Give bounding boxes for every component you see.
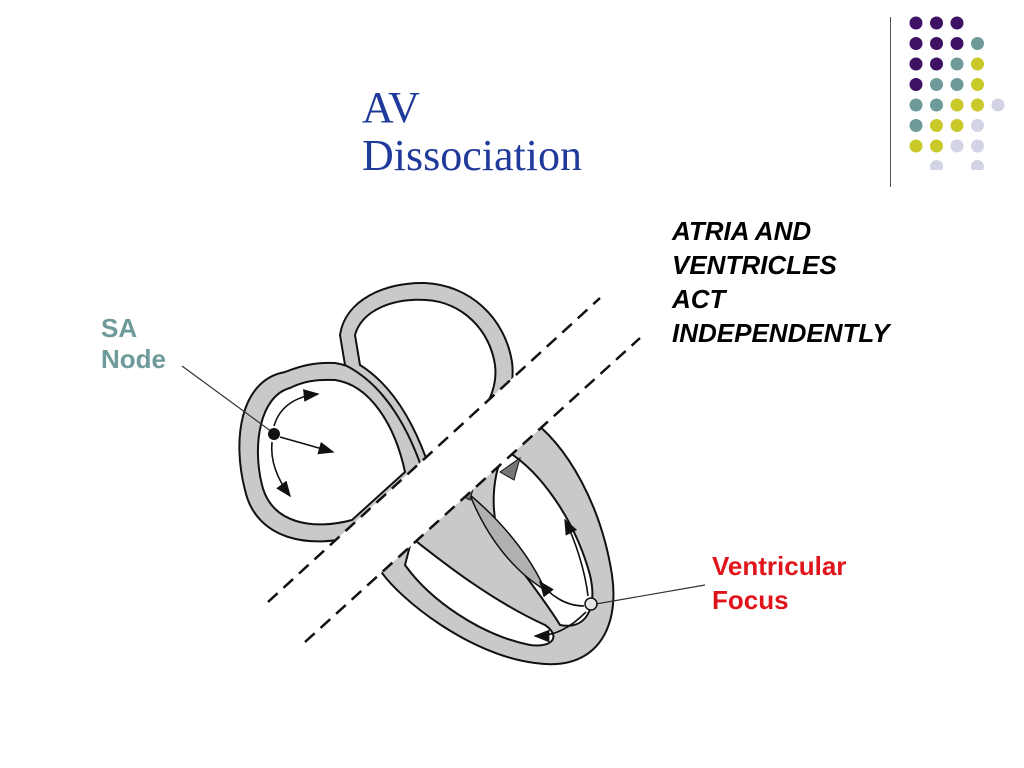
ventricular-focus-dot bbox=[584, 597, 598, 611]
decor-dot-lavender bbox=[971, 139, 984, 153]
decor-dot-purple bbox=[930, 57, 943, 71]
decor-dot-yellow bbox=[909, 139, 923, 153]
decor-dot-teal bbox=[950, 78, 964, 91]
sa-label-line-1: SA bbox=[101, 313, 138, 343]
title-line-1: AV bbox=[362, 83, 420, 132]
decor-dot-yellow bbox=[971, 98, 984, 112]
decor-dot-purple bbox=[930, 37, 943, 50]
decor-dot-lavender bbox=[971, 160, 984, 170]
decor-dot-yellow bbox=[971, 78, 984, 91]
valve-leaflet bbox=[499, 456, 521, 481]
decor-dot-teal bbox=[971, 37, 984, 50]
decor-dot-lavender bbox=[971, 119, 984, 132]
decor-dot-lavender bbox=[950, 139, 964, 153]
decor-dot-yellow bbox=[950, 119, 964, 132]
sa-arrow-right bbox=[279, 436, 335, 455]
vf-arrow-down bbox=[533, 611, 587, 643]
divider-line bbox=[890, 17, 891, 187]
block-dashed-line-lower bbox=[304, 337, 641, 643]
decor-dot-purple bbox=[909, 37, 923, 50]
decor-dot-teal bbox=[950, 57, 964, 71]
decor-dot-yellow bbox=[971, 57, 984, 71]
sa-node-pointer-line bbox=[181, 365, 273, 433]
vf-arrow-left bbox=[539, 580, 585, 607]
statement-line-4: INDEPENDENTLY bbox=[672, 318, 890, 348]
ventricular-focus-pointer-line bbox=[595, 584, 706, 605]
sa-arrow-down bbox=[270, 441, 291, 498]
vf-label-line-1: Ventricular bbox=[712, 551, 847, 581]
decor-dot-teal bbox=[930, 78, 943, 91]
decor-dot-yellow bbox=[930, 139, 943, 153]
decor-dot-lavender bbox=[991, 98, 1005, 112]
vf-arrow-up bbox=[564, 518, 589, 597]
decor-dot-purple bbox=[950, 37, 964, 50]
decor-dot-teal bbox=[909, 98, 923, 112]
ventricular-focus-label: Ventricular Focus bbox=[712, 549, 846, 617]
decorative-dot-grid bbox=[909, 16, 1005, 170]
conduction-block-band bbox=[268, 298, 640, 642]
vf-label-line-2: Focus bbox=[712, 585, 789, 615]
statement-text: ATRIA AND VENTRICLES ACT INDEPENDENTLY bbox=[672, 214, 890, 350]
decor-dot-purple bbox=[909, 57, 923, 71]
decor-dot-teal bbox=[930, 98, 943, 112]
block-dashed-line-upper bbox=[267, 297, 601, 603]
title-line-2: Dissociation bbox=[362, 131, 582, 180]
statement-line-3: ACT bbox=[672, 284, 726, 314]
slide-title: AV Dissociation bbox=[362, 84, 582, 180]
decor-dot-purple bbox=[950, 16, 964, 30]
sa-node-label: SA Node bbox=[101, 313, 166, 375]
sa-arrow-up bbox=[273, 389, 320, 427]
decor-dot-yellow bbox=[950, 98, 964, 112]
decor-dot-yellow bbox=[930, 119, 943, 132]
sa-node-dot bbox=[268, 428, 280, 440]
statement-line-1: ATRIA AND bbox=[672, 216, 812, 246]
decor-dot-teal bbox=[909, 119, 923, 132]
decor-dot-purple bbox=[909, 78, 923, 91]
decor-dot-lavender bbox=[930, 160, 943, 170]
left-atrium-chamber bbox=[353, 298, 497, 460]
sa-label-line-2: Node bbox=[101, 344, 166, 374]
decor-dot-purple bbox=[909, 16, 923, 30]
decor-dot-purple bbox=[930, 16, 943, 30]
right-ventricle-chamber bbox=[403, 536, 555, 647]
statement-line-2: VENTRICLES bbox=[672, 250, 837, 280]
